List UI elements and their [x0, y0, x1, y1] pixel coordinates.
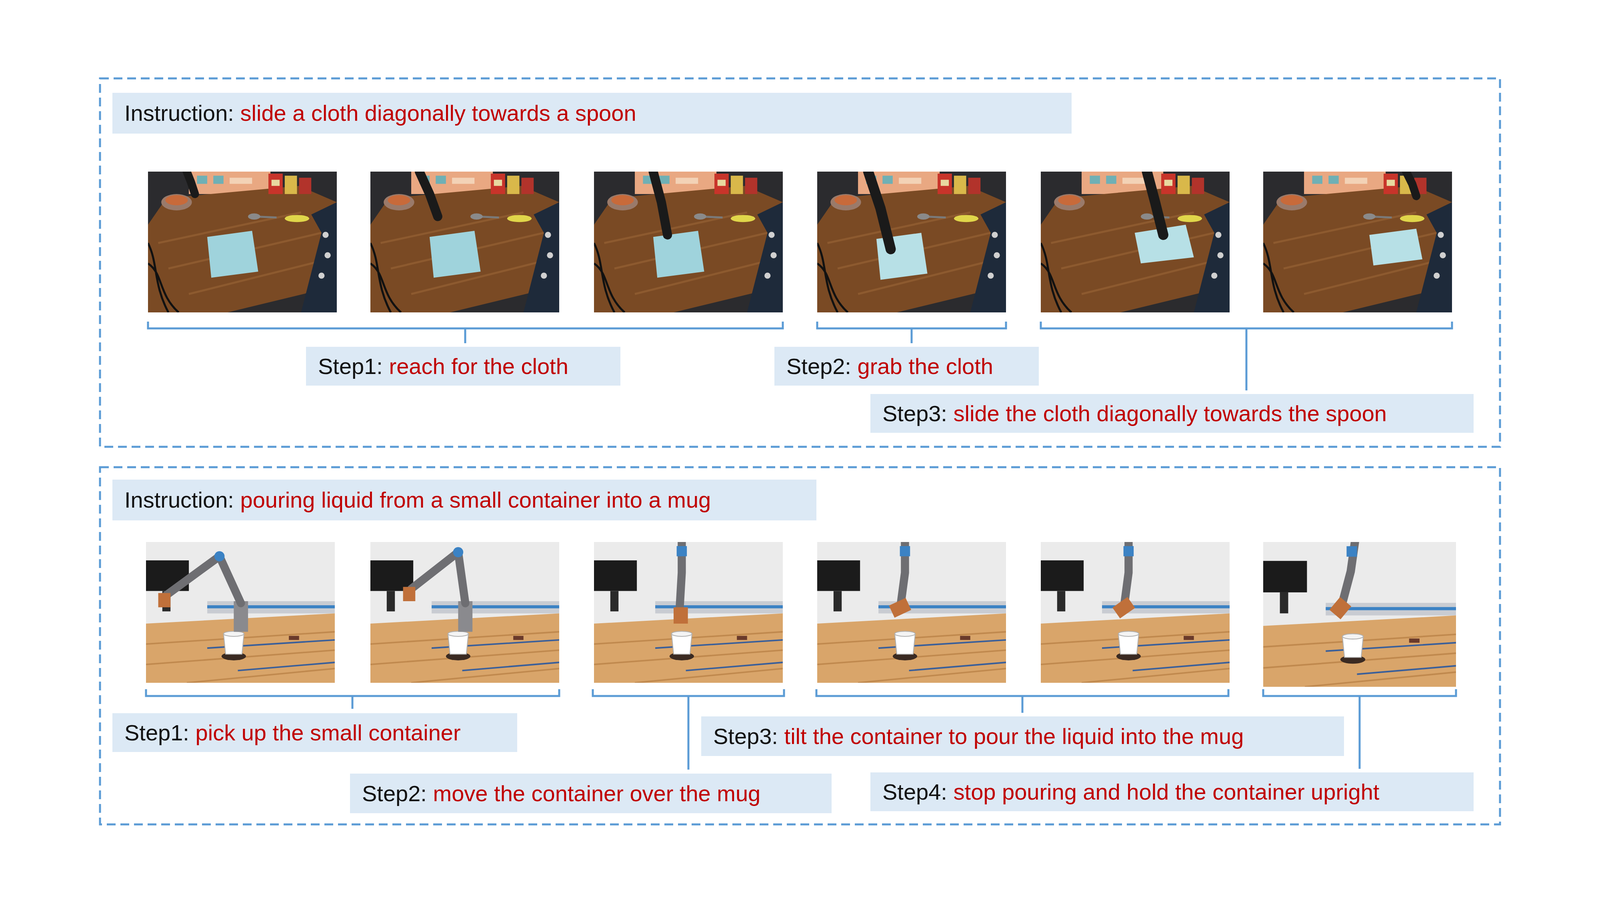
photo-frame — [1040, 542, 1230, 683]
label-text: stop pouring and hold the container upri… — [953, 778, 1380, 806]
label-text: tilt the container to pour the liquid in… — [784, 722, 1244, 750]
photo-frame — [1040, 171, 1230, 313]
step-label: Step3:tilt the container to pour the liq… — [701, 716, 1344, 756]
label-prefix: Step1: — [318, 352, 383, 380]
label-text: reach for the cloth — [389, 352, 569, 380]
label-text: grab the cloth — [857, 352, 994, 380]
photo-frame — [1263, 542, 1456, 687]
photo-frame — [146, 542, 335, 683]
label-prefix: Step4: — [882, 778, 948, 806]
photo-frame — [370, 542, 560, 683]
label-prefix: Step3: — [713, 722, 778, 750]
photo-frame — [594, 542, 783, 683]
bracket — [148, 321, 1452, 391]
step-label: Step2:grab the cloth — [774, 346, 1039, 386]
label-text: move the container over the mug — [433, 780, 761, 807]
bracket — [146, 689, 1456, 770]
label-prefix: Step2: — [362, 780, 427, 807]
photo-frame — [817, 542, 1006, 683]
label-text: pouring liquid from a small container in… — [240, 486, 712, 514]
label-prefix: Instruction: — [124, 486, 234, 514]
label-prefix: Step1: — [124, 719, 190, 746]
step-label: Step1:reach for the cloth — [306, 346, 621, 386]
label-prefix: Step3: — [882, 400, 948, 427]
panel-border — [100, 78, 1500, 447]
step-label: Step3:slide the cloth diagonally towards… — [870, 394, 1474, 433]
label-text: slide the cloth diagonally towards the s… — [953, 400, 1387, 427]
step-label: Step1:pick up the small container — [112, 713, 518, 752]
instruction-band: Instruction:slide a cloth diagonally tow… — [112, 92, 1072, 134]
photo-frame — [817, 171, 1006, 313]
label-text: slide a cloth diagonally towards a spoon — [240, 99, 637, 127]
photo-frame — [1263, 171, 1452, 313]
label-prefix: Instruction: — [124, 99, 234, 127]
panel-border — [100, 467, 1500, 825]
photo-frame — [370, 171, 560, 313]
label-prefix: Step2: — [786, 352, 852, 380]
photo-frame — [148, 171, 337, 313]
step-label: Step2:move the container over the mug — [350, 773, 832, 814]
label-text: pick up the small container — [195, 719, 461, 746]
photo-frame — [594, 171, 783, 313]
instruction-band: Instruction:pouring liquid from a small … — [112, 479, 817, 521]
step-label: Step4:stop pouring and hold the containe… — [870, 772, 1474, 812]
